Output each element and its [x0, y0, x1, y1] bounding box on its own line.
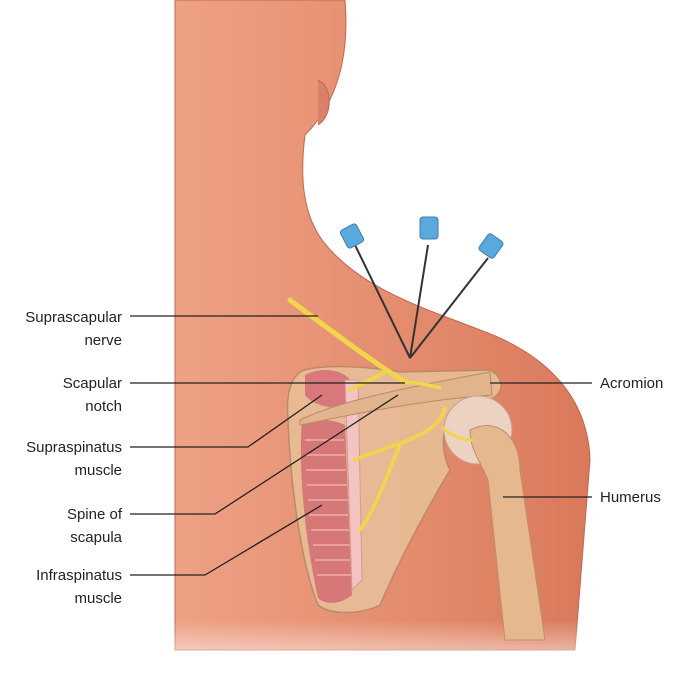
label-acromion: Acromion — [600, 375, 664, 392]
humerus — [469, 425, 546, 641]
needle-hub-3 — [478, 233, 504, 259]
label-humerus: Humerus — [600, 489, 661, 506]
needle-hub-1 — [339, 223, 365, 249]
needle-hub-2 — [419, 216, 439, 240]
body-silhouette — [174, 0, 591, 651]
muscle-fibers — [305, 439, 351, 576]
ear — [317, 79, 330, 126]
medial-strip — [344, 379, 363, 592]
leader-lines — [130, 315, 592, 576]
suprascapular-nerve — [287, 297, 474, 532]
supraspinatus-muscle — [305, 370, 350, 410]
infraspinatus-muscle — [300, 419, 352, 603]
needles — [339, 216, 504, 359]
